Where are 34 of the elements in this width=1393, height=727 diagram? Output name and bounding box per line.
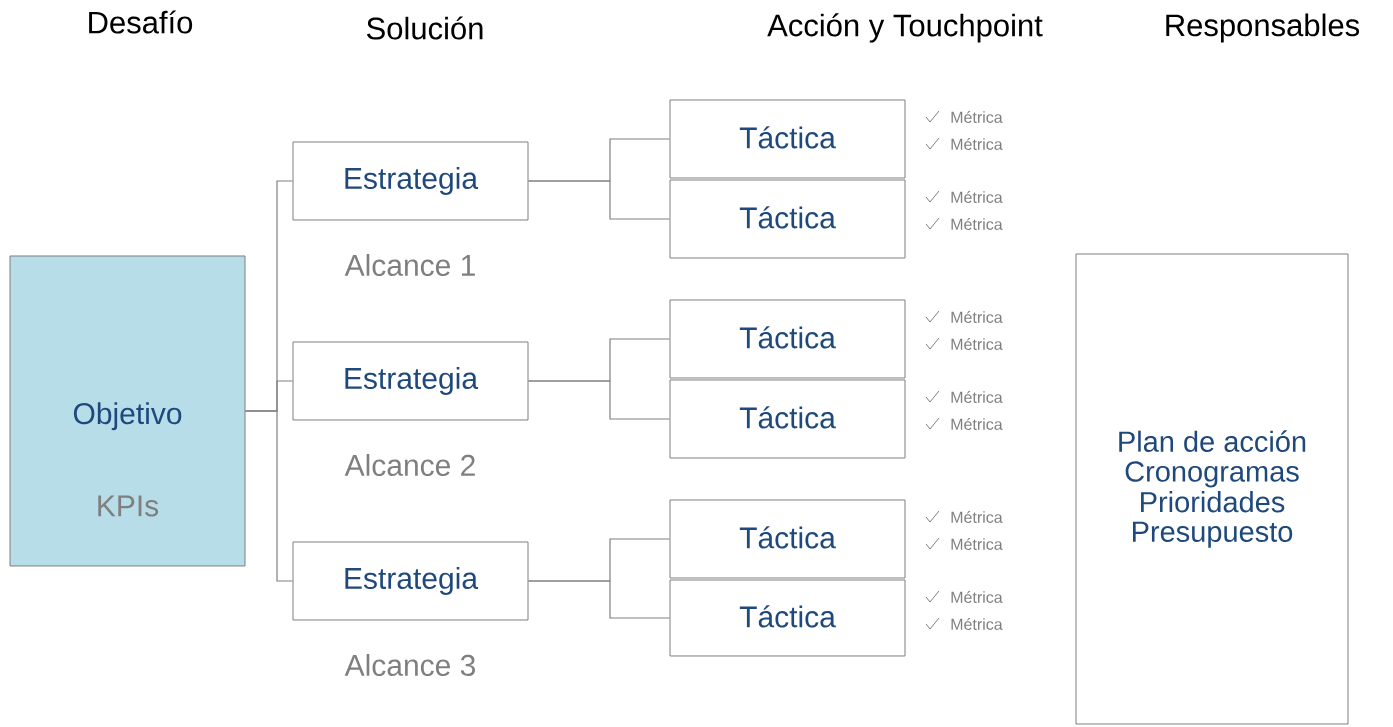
metric-label: Métrica	[951, 538, 1003, 550]
column-heading: Desafío	[89, 10, 193, 34]
plan-box: Plan de acción Cronogramas Prioridades Presupuesto	[1075, 253, 1349, 725]
connector-line	[527, 180, 671, 220]
metric-label: Métrica	[951, 311, 1003, 323]
metric-label: Métrica	[951, 591, 1003, 603]
tactic-box: Táctica	[669, 579, 906, 657]
connector-line	[527, 380, 671, 420]
connector-line	[527, 580, 671, 619]
connector-line	[244, 410, 294, 582]
tactic-box: Táctica	[669, 179, 906, 259]
strategy-box: Estrategia	[292, 341, 529, 421]
metric-label: Métrica	[951, 138, 1003, 150]
metric-label: Métrica	[951, 191, 1003, 203]
column-heading: Responsables	[1166, 13, 1360, 43]
tactic-box: Táctica	[669, 99, 906, 179]
scope-label: Alcance 2	[344, 453, 475, 476]
metric-label: Métrica	[951, 511, 1003, 523]
tactic-box: Táctica	[669, 379, 906, 459]
tactic-box: Táctica	[669, 499, 906, 579]
objective-box: Objetivo KPIs	[9, 255, 246, 567]
metric-label: Métrica	[951, 218, 1003, 230]
metric-label: Métrica	[951, 111, 1003, 123]
strategy-box: Estrategia	[292, 541, 529, 621]
tactic-box: Táctica	[669, 299, 906, 379]
scope-label: Alcance 3	[344, 653, 475, 676]
strategy-box: Estrategia	[292, 141, 529, 221]
metric-label: Métrica	[951, 618, 1003, 630]
metric-label: Métrica	[951, 391, 1003, 403]
metric-label: Métrica	[951, 338, 1003, 350]
column-heading: Acción y Touchpoint	[767, 13, 1043, 43]
metric-label: Métrica	[951, 418, 1003, 430]
column-heading: Solución	[366, 16, 483, 40]
scope-label: Alcance 1	[344, 253, 475, 276]
